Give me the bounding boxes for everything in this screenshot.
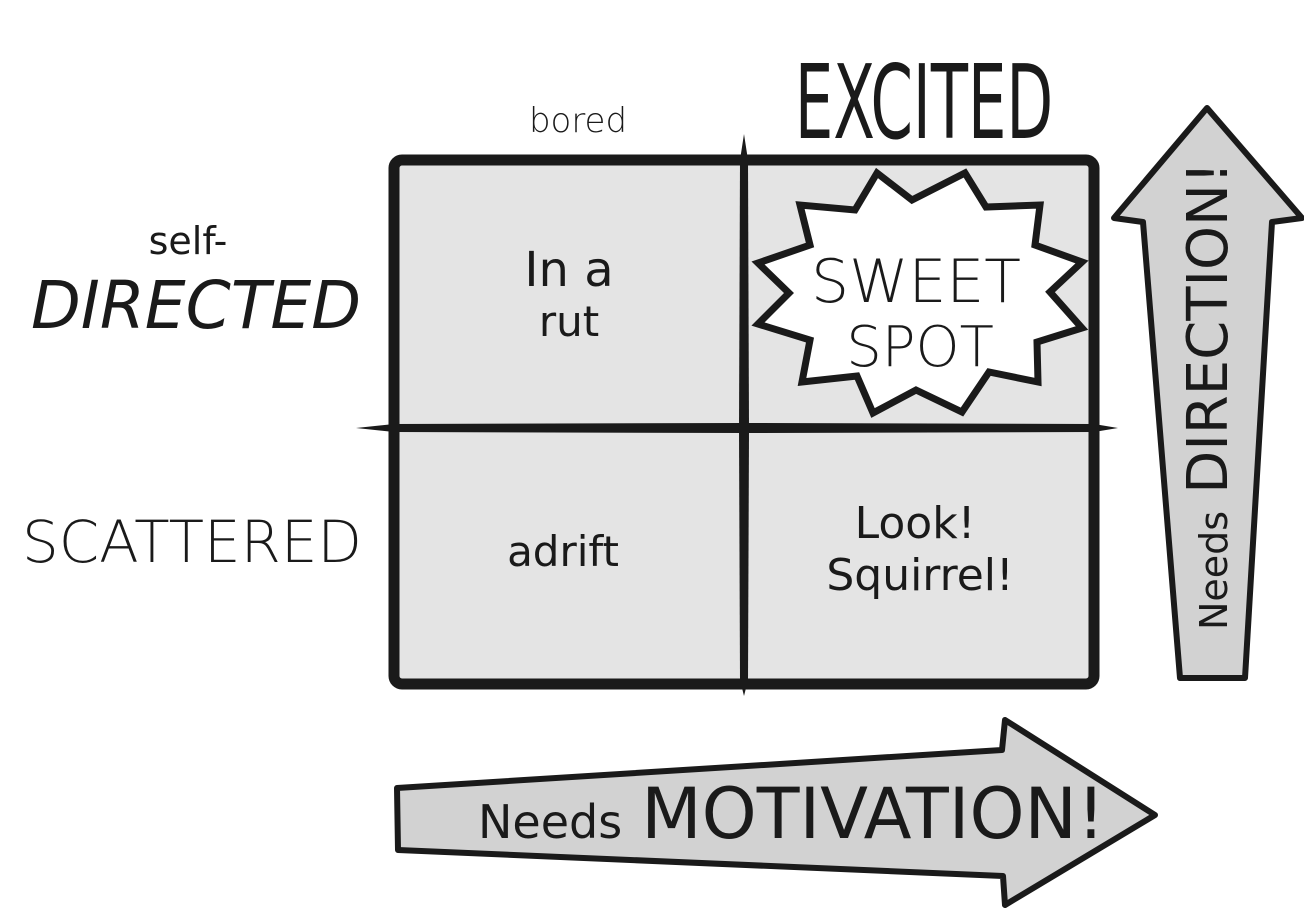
quadrant-bottom-right-line1: Look! <box>855 498 976 549</box>
sweet-spot-burst <box>751 167 1089 418</box>
quadrant-bottom-left-line1: adrift <box>507 527 619 576</box>
label-excited: EXCITED <box>795 43 1053 162</box>
motivation-arrow-big: MOTIVATION! <box>641 773 1105 855</box>
label-directed: DIRECTED <box>31 267 361 344</box>
sweet-spot-line2: SPOT <box>846 315 994 380</box>
quadrant-top-left-line1: In a <box>524 242 613 298</box>
quadrant-top-left-cell <box>394 160 744 428</box>
quadrant-top-left-line2: rut <box>539 297 599 346</box>
motivation-arrow <box>394 717 1158 908</box>
direction-arrow-label: Needs DIRECTION! <box>1176 162 1241 630</box>
motivation-arrow-label: Needs MOTIVATION! <box>478 773 1105 855</box>
direction-arrow-big: DIRECTION! <box>1176 162 1241 494</box>
direction-arrow-small: Needs <box>1192 511 1236 630</box>
horizontal-divider <box>356 423 1118 433</box>
quadrant-bottom-right-line2: Squirrel! <box>826 550 1013 601</box>
motivation-arrow-small: Needs <box>478 795 622 849</box>
quadrant-bottom-left-cell <box>394 428 744 684</box>
quadrant-bottom-right-cell <box>744 428 1094 684</box>
label-scattered: SCATTERED <box>22 508 362 576</box>
label-self: self- <box>149 219 228 263</box>
label-bored: bored <box>529 101 627 141</box>
sweet-spot-line1: SWEET <box>811 247 1021 317</box>
direction-arrow <box>1111 105 1304 681</box>
vertical-divider <box>739 134 749 696</box>
